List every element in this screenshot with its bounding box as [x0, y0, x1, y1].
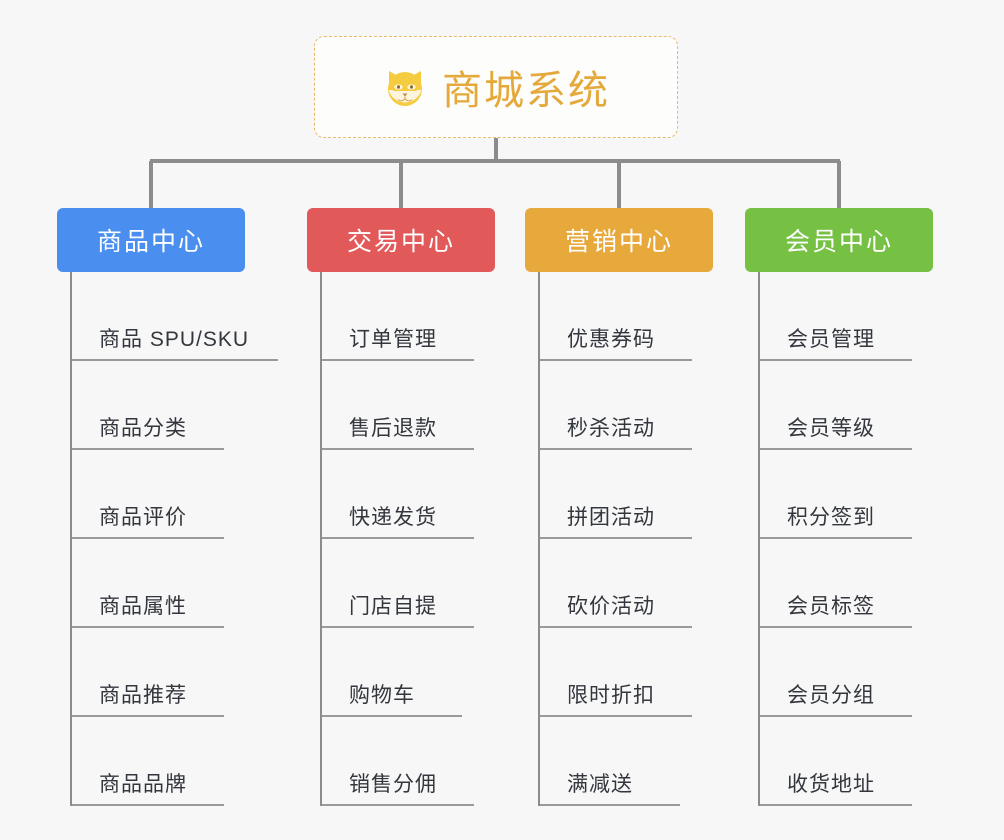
- leaf-item-label: 限时折扣: [540, 679, 692, 717]
- leaf-item-label: 优惠券码: [540, 323, 692, 361]
- leaf-item[interactable]: 商品 SPU/SKU: [72, 272, 278, 361]
- leaf-item-label: 商品 SPU/SKU: [72, 323, 278, 361]
- category-box-marketing-center[interactable]: 营销中心: [525, 208, 713, 272]
- leaf-item-label: 积分签到: [760, 501, 912, 539]
- leaf-item-label: 商品品牌: [72, 768, 224, 806]
- leaf-item-label: 商品推荐: [72, 679, 224, 717]
- leaf-item-label: 商品属性: [72, 590, 224, 628]
- leaf-item[interactable]: 商品分类: [72, 361, 278, 450]
- leaf-item-label: 快递发货: [322, 501, 474, 539]
- root-node-title: 商城系统: [442, 69, 610, 113]
- category-box-member-center[interactable]: 会员中心: [745, 208, 933, 272]
- connector-horizontal-bar: [150, 159, 840, 163]
- category-label: 营销中心: [564, 228, 673, 256]
- leaf-item[interactable]: 门店自提: [322, 539, 495, 628]
- leaf-item[interactable]: 商品推荐: [72, 628, 278, 717]
- leaf-item-label: 会员管理: [760, 323, 912, 361]
- leaf-item[interactable]: 商品属性: [72, 539, 278, 628]
- leaf-item[interactable]: 销售分佣: [322, 717, 495, 806]
- category-label: 会员中心: [784, 228, 893, 256]
- leaf-item[interactable]: 限时折扣: [540, 628, 713, 717]
- leaf-item-label: 拼团活动: [540, 501, 692, 539]
- connector-stub-member-center: [837, 161, 841, 208]
- connector-stub-trade-center: [399, 161, 403, 208]
- connector-root-drop: [494, 138, 498, 163]
- leaf-item[interactable]: 积分签到: [760, 450, 933, 539]
- leaf-item[interactable]: 拼团活动: [540, 450, 713, 539]
- leaf-item[interactable]: 收货地址: [760, 717, 933, 806]
- leaf-item[interactable]: 商品品牌: [72, 717, 278, 806]
- column-product-center: 商品中心商品 SPU/SKU 商品分类商品评价商品属性商品推荐商品品牌: [57, 208, 278, 806]
- leaf-item[interactable]: 售后退款: [322, 361, 495, 450]
- leaf-item-label: 收货地址: [760, 768, 912, 806]
- leaf-item[interactable]: 会员分组: [760, 628, 933, 717]
- leaf-item-label: 砍价活动: [540, 590, 692, 628]
- leaf-item[interactable]: 秒杀活动: [540, 361, 713, 450]
- leaf-list-trade-center: 订单管理售后退款快递发货门店自提购物车销售分佣: [320, 272, 495, 806]
- leaf-item[interactable]: 砍价活动: [540, 539, 713, 628]
- leaf-item[interactable]: 商品评价: [72, 450, 278, 539]
- leaf-item-label: 购物车: [322, 679, 462, 717]
- leaf-item[interactable]: 购物车: [322, 628, 495, 717]
- leaf-item-label: 门店自提: [322, 590, 474, 628]
- leaf-item-label: 商品分类: [72, 412, 224, 450]
- leaf-item-label: 会员等级: [760, 412, 912, 450]
- leaf-item-label: 秒杀活动: [540, 412, 692, 450]
- category-label: 商品中心: [96, 228, 205, 256]
- leaf-item-label: 会员标签: [760, 590, 912, 628]
- leaf-item[interactable]: 会员等级: [760, 361, 933, 450]
- leaf-list-member-center: 会员管理会员等级积分签到会员标签会员分组收货地址: [758, 272, 933, 806]
- leaf-list-marketing-center: 优惠券码秒杀活动拼团活动砍价活动限时折扣满减送: [538, 272, 713, 806]
- root-node-card[interactable]: 商城系统: [314, 36, 678, 138]
- category-label: 交易中心: [346, 228, 455, 256]
- connector-stub-marketing-center: [617, 161, 621, 208]
- leaf-item-label: 商品评价: [72, 501, 224, 539]
- leaf-item-label: 满减送: [540, 768, 680, 806]
- leaf-item-label: 销售分佣: [322, 768, 474, 806]
- leaf-item-label: 订单管理: [322, 323, 474, 361]
- column-marketing-center: 营销中心优惠券码秒杀活动拼团活动砍价活动限时折扣满减送: [525, 208, 713, 806]
- dog-face-emoji: [382, 64, 428, 110]
- column-trade-center: 交易中心订单管理售后退款快递发货门店自提购物车销售分佣: [307, 208, 495, 806]
- category-box-trade-center[interactable]: 交易中心: [307, 208, 495, 272]
- leaf-item[interactable]: 优惠券码: [540, 272, 713, 361]
- leaf-item-label: 售后退款: [322, 412, 474, 450]
- leaf-item[interactable]: 订单管理: [322, 272, 495, 361]
- leaf-item[interactable]: 快递发货: [322, 450, 495, 539]
- leaf-list-product-center: 商品 SPU/SKU 商品分类商品评价商品属性商品推荐商品品牌: [70, 272, 278, 806]
- leaf-item[interactable]: 会员标签: [760, 539, 933, 628]
- leaf-item[interactable]: 会员管理: [760, 272, 933, 361]
- connector-stub-product-center: [149, 161, 153, 208]
- leaf-item[interactable]: 满减送: [540, 717, 713, 806]
- column-member-center: 会员中心会员管理会员等级积分签到会员标签会员分组收货地址: [745, 208, 933, 806]
- category-box-product-center[interactable]: 商品中心: [57, 208, 245, 272]
- leaf-item-label: 会员分组: [760, 679, 912, 717]
